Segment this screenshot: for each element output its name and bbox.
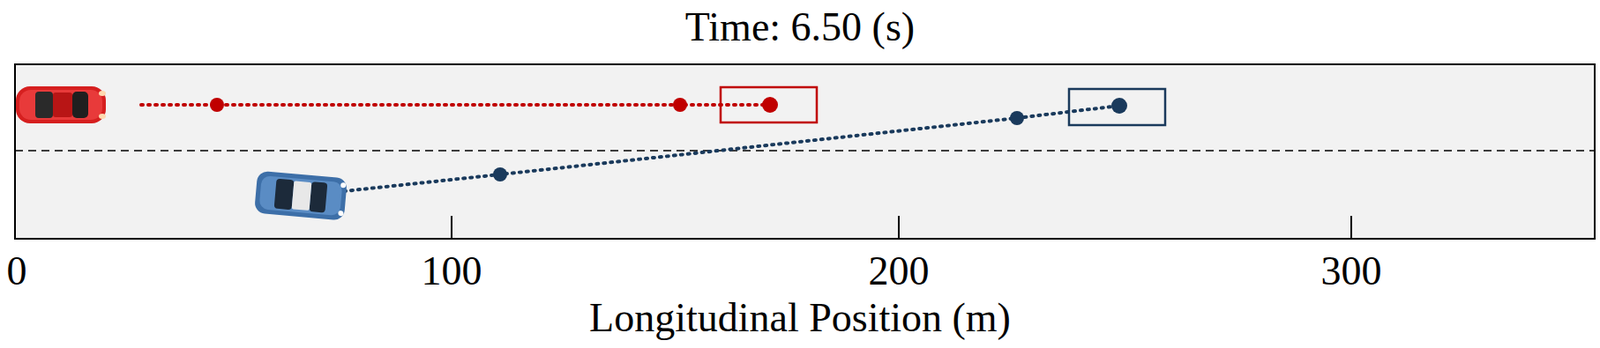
blue-waypoints xyxy=(493,97,1128,182)
blue-trajectory xyxy=(343,105,1120,192)
red-waypoints xyxy=(209,97,778,113)
tick-label: 0 xyxy=(7,251,28,292)
axis-label: Longitudinal Position (m) xyxy=(589,298,1011,339)
lane-divider xyxy=(14,149,1595,152)
tick-label: 200 xyxy=(868,251,930,292)
blue-target-box xyxy=(1069,89,1166,126)
road-area xyxy=(14,64,1595,240)
axis-ticks xyxy=(451,216,1352,240)
tick-label: 300 xyxy=(1321,251,1383,292)
red-car xyxy=(15,86,106,124)
red-target-box xyxy=(720,87,817,123)
tick-label: 100 xyxy=(421,251,483,292)
frame-title: Time: 6.50 (s) xyxy=(685,7,915,48)
blue-car xyxy=(254,171,348,222)
